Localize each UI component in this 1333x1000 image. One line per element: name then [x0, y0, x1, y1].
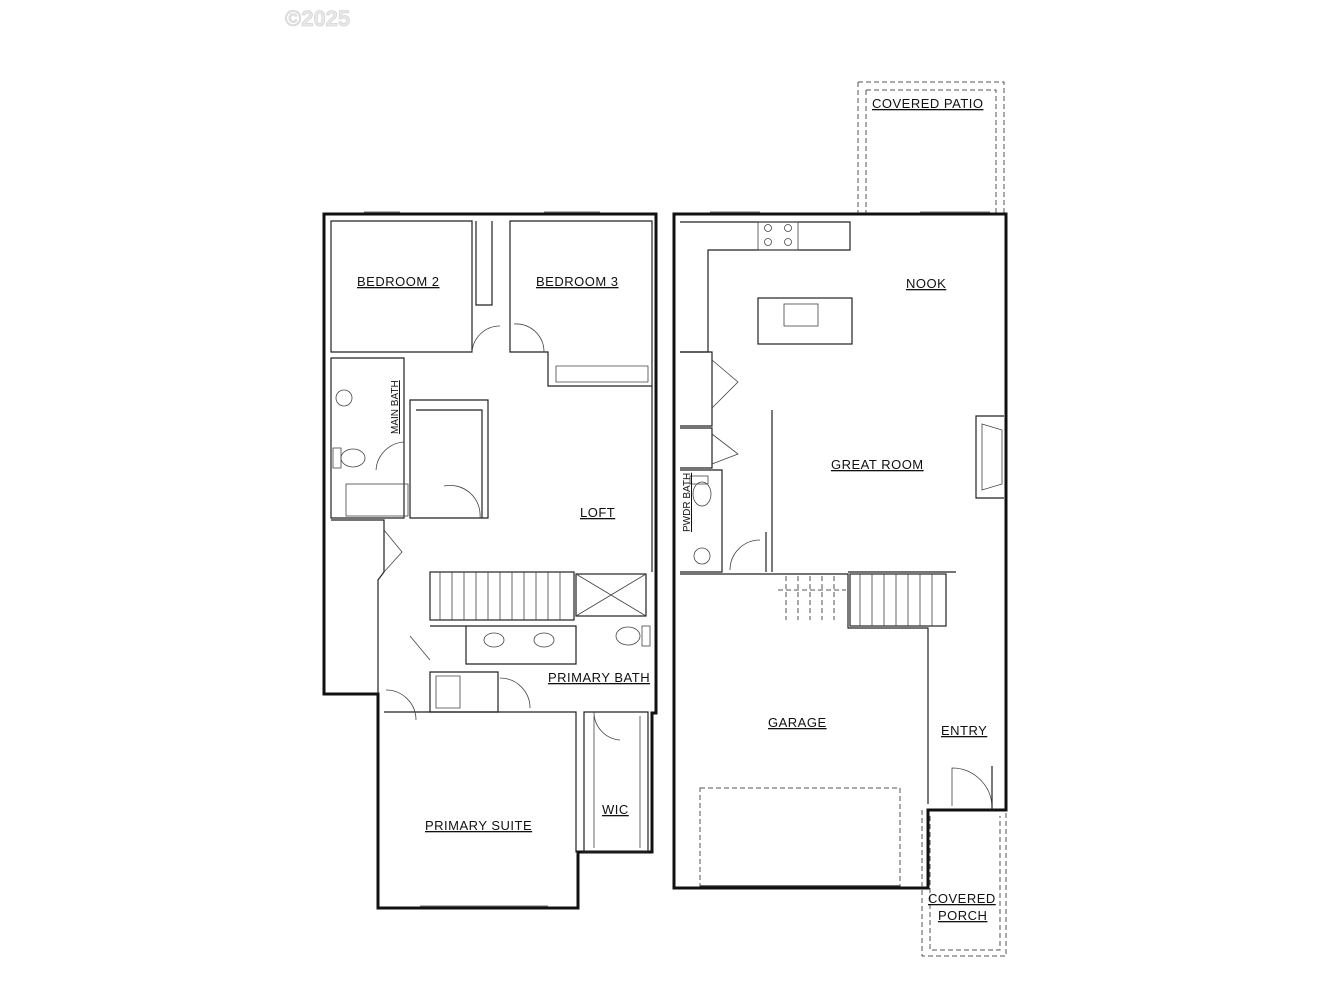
label-great-room: GREAT ROOM: [831, 457, 924, 472]
label-nook: NOOK: [906, 276, 946, 291]
main-exterior-walls: [672, 212, 1008, 890]
label-entry: ENTRY: [941, 723, 987, 738]
label-pwdr-bath: PWDR BATH: [682, 473, 693, 532]
label-main-bath: MAIN BATH: [390, 380, 401, 434]
label-primary-suite: PRIMARY SUITE: [425, 818, 532, 833]
upper-stair: [429, 571, 575, 621]
label-covered-porch-line1: COVERED: [928, 891, 996, 906]
fireplace: [975, 415, 1004, 499]
label-bedroom-3: BEDROOM 3: [536, 274, 619, 289]
covered-patio-outline: [857, 81, 1005, 214]
label-covered-patio: COVERED PATIO: [872, 96, 983, 111]
kitchen-island: [757, 297, 853, 345]
covered-porch-outline: [921, 810, 1007, 957]
main-stair: [778, 573, 947, 627]
garage-door-outline: [699, 787, 901, 887]
label-bedroom-2: BEDROOM 2: [357, 274, 440, 289]
label-loft: LOFT: [580, 505, 615, 520]
label-wic: WIC: [602, 802, 629, 817]
upper-floor-plan: [322, 211, 658, 910]
copyright-watermark: ©2025: [285, 6, 350, 31]
main-floor-plan: [672, 81, 1008, 957]
label-primary-bath: PRIMARY BATH: [548, 670, 650, 685]
label-garage: GARAGE: [768, 715, 827, 730]
label-covered-porch-line2: PORCH: [938, 908, 987, 923]
